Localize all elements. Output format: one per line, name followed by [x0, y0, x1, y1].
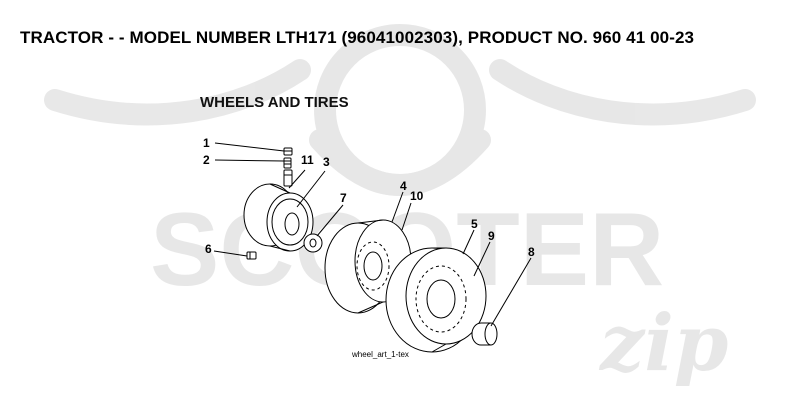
hub-bolt-part [246, 251, 257, 260]
art-reference: wheel_art_1-tex [351, 350, 409, 359]
hub-cap-part [471, 322, 498, 346]
callouts: 1 2 11 3 7 4 10 5 9 8 6 [203, 136, 535, 259]
valve-body-part [283, 169, 293, 187]
spacer-part [303, 233, 323, 253]
callout-6: 6 [205, 242, 212, 256]
callout-4: 4 [400, 179, 407, 193]
valve-cap-part [283, 147, 293, 156]
leader-lines [213, 142, 532, 327]
callout-3: 3 [323, 155, 330, 169]
callout-8: 8 [528, 245, 535, 259]
page-title: TRACTOR - - MODEL NUMBER LTH171 (9604100… [20, 28, 695, 47]
rear-tire-part [385, 247, 487, 353]
callout-11: 11 [301, 153, 314, 167]
valve-stem-part [283, 157, 292, 169]
callout-7: 7 [340, 191, 347, 205]
callout-2: 2 [203, 153, 210, 167]
callout-9: 9 [488, 229, 495, 243]
section-title: WHEELS AND TIRES [200, 94, 349, 111]
callout-10: 10 [410, 189, 424, 203]
watermark-script: zip [598, 298, 728, 389]
scooter-logo-icon [44, 24, 756, 196]
wheel-rim-part [243, 183, 314, 252]
callout-5: 5 [471, 217, 478, 231]
callout-1: 1 [203, 136, 210, 150]
